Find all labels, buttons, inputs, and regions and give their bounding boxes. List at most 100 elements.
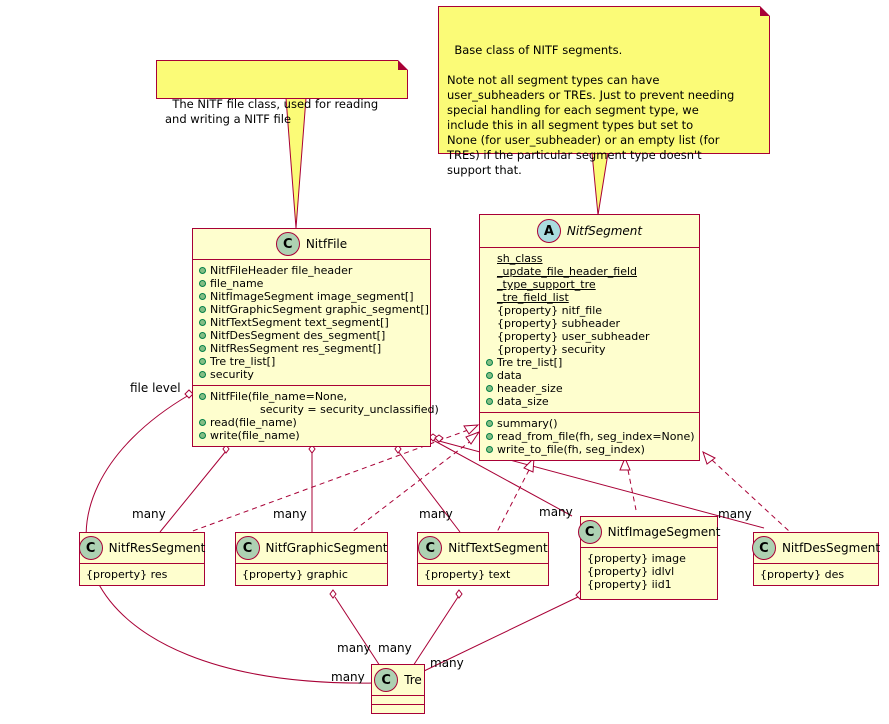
link-graphic-tre [334, 596, 381, 667]
public-icon [199, 419, 206, 426]
public-icon [486, 359, 493, 366]
class-fields: sh_class _update_file_header_field _type… [480, 247, 699, 412]
field-row: _tre_field_list [486, 291, 693, 304]
class-nitf-segment[interactable]: A NitfSegment sh_class _update_file_head… [479, 214, 700, 461]
field-row: file_name [199, 277, 424, 290]
class-name: NitfDesSegment [781, 541, 881, 555]
field-text: data_size [497, 395, 549, 408]
gen-arrow-des [702, 451, 716, 465]
class-name: NitfImageSegment [607, 525, 721, 539]
class-nitf-res-segment[interactable]: C NitfResSegment {property} res [78, 532, 206, 586]
field-text: NitfFileHeader file_header [210, 264, 353, 277]
field-text: _tre_field_list [497, 291, 569, 304]
class-fields: {property} image {property} idlvl {prope… [581, 547, 717, 599]
label-many-text: many [419, 507, 453, 521]
field-row: NitfDesSegment des_segment[] [199, 329, 424, 342]
label-many-res: many [132, 507, 166, 521]
public-icon [486, 372, 493, 379]
class-badge-icon: C [78, 536, 103, 560]
public-icon [486, 385, 493, 392]
field-row: data [486, 369, 693, 382]
field-row: sh_class [486, 252, 693, 265]
class-nitf-file[interactable]: C NitfFile NitfFileHeader file_header fi… [192, 228, 439, 447]
field-text: header_size [497, 382, 563, 395]
class-badge-icon: C [275, 232, 300, 256]
field-text: {property} security [497, 343, 606, 356]
gen-arrow-graphic [465, 430, 481, 445]
class-header: C NitfImageSegment [577, 517, 720, 547]
note-text: The NITF file class, used for reading an… [165, 97, 379, 126]
public-icon [199, 432, 206, 439]
link-file-res [159, 450, 227, 533]
field-text: {property} idlvl [587, 565, 675, 578]
class-methods: summary() read_from_file(fh, seg_index=N… [480, 412, 699, 460]
class-fields: {property} des [754, 563, 878, 585]
class-header: C Tre [372, 665, 424, 695]
field-row: NitfFileHeader file_header [199, 264, 424, 277]
public-icon [199, 306, 206, 313]
public-icon [486, 446, 493, 453]
public-icon [199, 332, 206, 339]
field-text: NitfGraphicSegment graphic_segment[] [210, 303, 429, 316]
field-row: {property} security [486, 343, 693, 356]
class-badge-icon: C [235, 536, 260, 560]
field-row: _type_support_tre [486, 278, 693, 291]
field-row: {property} nitf_file [486, 304, 693, 317]
class-badge-icon: C [751, 536, 776, 560]
class-tre[interactable]: C Tre [371, 664, 425, 714]
note-fold [760, 6, 770, 16]
diamond-file-des [434, 434, 444, 443]
class-nitf-graphic-segment[interactable]: C NitfGraphicSegment {property} graphic [235, 532, 388, 586]
field-row: {property} idlvl [587, 565, 711, 578]
field-text: NitfImageSegment image_segment[] [210, 290, 414, 303]
diamond-graphic-tre [329, 589, 337, 599]
method-text: read(file_name) [210, 416, 297, 429]
public-icon [199, 393, 206, 400]
field-row: {property} iid1 [587, 578, 711, 591]
gen-arrow-res [463, 424, 480, 435]
method-row: write(file_name) [199, 429, 424, 442]
field-row: _update_file_header_field [486, 265, 693, 278]
class-name: NitfResSegment [108, 541, 206, 555]
abstract-badge-icon: A [536, 219, 561, 243]
field-text: {property} des [760, 568, 845, 581]
label-many-image: many [539, 505, 573, 519]
public-icon [199, 293, 206, 300]
label-many-tre-file: many [331, 670, 365, 684]
diamond-text-tre [455, 589, 463, 599]
label-file-level: file level [130, 381, 181, 395]
field-text: {property} iid1 [587, 578, 672, 591]
public-icon [199, 319, 206, 326]
public-icon [486, 433, 493, 440]
class-header: C NitfFile [193, 229, 430, 259]
class-fields: {property} res [80, 563, 204, 585]
field-text: Tre tre_list[] [497, 356, 563, 369]
method-row: summary() [486, 417, 693, 430]
class-header: A NitfSegment [480, 215, 699, 247]
method-text: write_to_file(fh, seg_index) [497, 443, 645, 456]
method-row: read(file_name) [199, 416, 424, 429]
field-row: {property} res [86, 568, 198, 581]
method-text: write(file_name) [210, 429, 300, 442]
class-badge-icon: C [577, 520, 602, 544]
method-text: summary() [497, 417, 558, 430]
gen-des [711, 459, 791, 533]
label-many-graphic: many [273, 507, 307, 521]
class-nitf-text-segment[interactable]: C NitfTextSegment {property} text [417, 532, 549, 586]
method-text: read_from_file(fh, seg_index=None) [497, 430, 695, 443]
public-icon [199, 345, 206, 352]
class-header: C NitfTextSegment [418, 533, 548, 563]
field-text: _type_support_tre [497, 278, 596, 291]
field-text: Tre tre_list[] [210, 355, 276, 368]
field-row: {property} text [424, 568, 542, 581]
class-name: NitfSegment [566, 224, 643, 238]
field-text: data [497, 369, 522, 382]
class-fields: {property} text [418, 563, 548, 585]
field-row: {property} subheader [486, 317, 693, 330]
field-text: {property} subheader [497, 317, 621, 330]
class-nitf-image-segment[interactable]: C NitfImageSegment {property} image {pro… [577, 516, 720, 600]
label-many-tre-text: many [378, 641, 412, 655]
field-text: {property} user_subheader [497, 330, 650, 343]
class-nitf-des-segment[interactable]: C NitfDesSegment {property} des [751, 532, 881, 586]
field-row: Tre tre_list[] [486, 356, 693, 369]
